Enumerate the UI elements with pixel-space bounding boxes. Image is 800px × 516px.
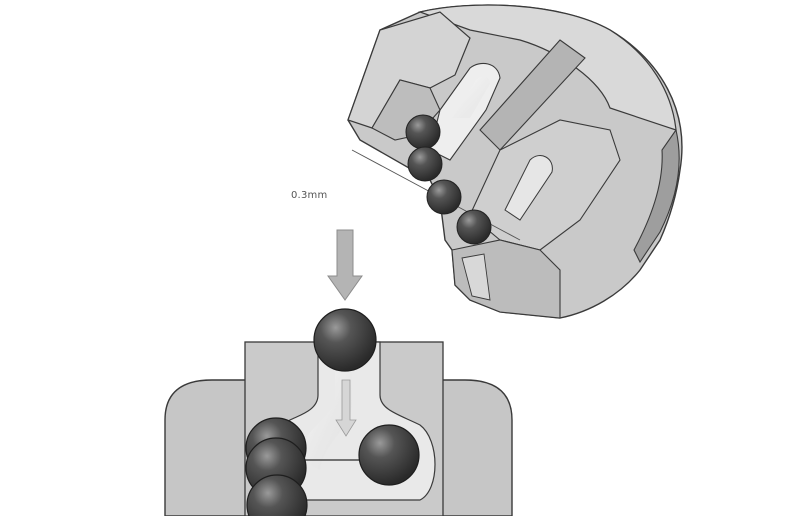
section-cavity-shine xyxy=(300,350,352,470)
bead-iso-3 xyxy=(426,179,462,215)
bead-iso-2 xyxy=(407,146,443,182)
clamp-channel-shine xyxy=(452,76,490,118)
clamp-lower-slot xyxy=(504,155,553,221)
down-arrow-icon xyxy=(327,229,363,301)
bead-section-top xyxy=(313,308,377,372)
section-inner-arrow xyxy=(335,379,357,437)
bead-iso-1 xyxy=(405,114,441,150)
spacing-label: 0.3mm xyxy=(291,190,328,201)
clamp-bottom-notch xyxy=(461,253,491,301)
clamp-cross-section xyxy=(164,308,513,516)
clamp-center-slot xyxy=(479,39,586,151)
clamp-rim xyxy=(633,128,680,264)
bead-iso-4 xyxy=(456,209,492,245)
clamp-isometric-view xyxy=(347,4,683,319)
bead-section-left-3 xyxy=(246,474,308,516)
bead-section-right xyxy=(358,424,420,486)
